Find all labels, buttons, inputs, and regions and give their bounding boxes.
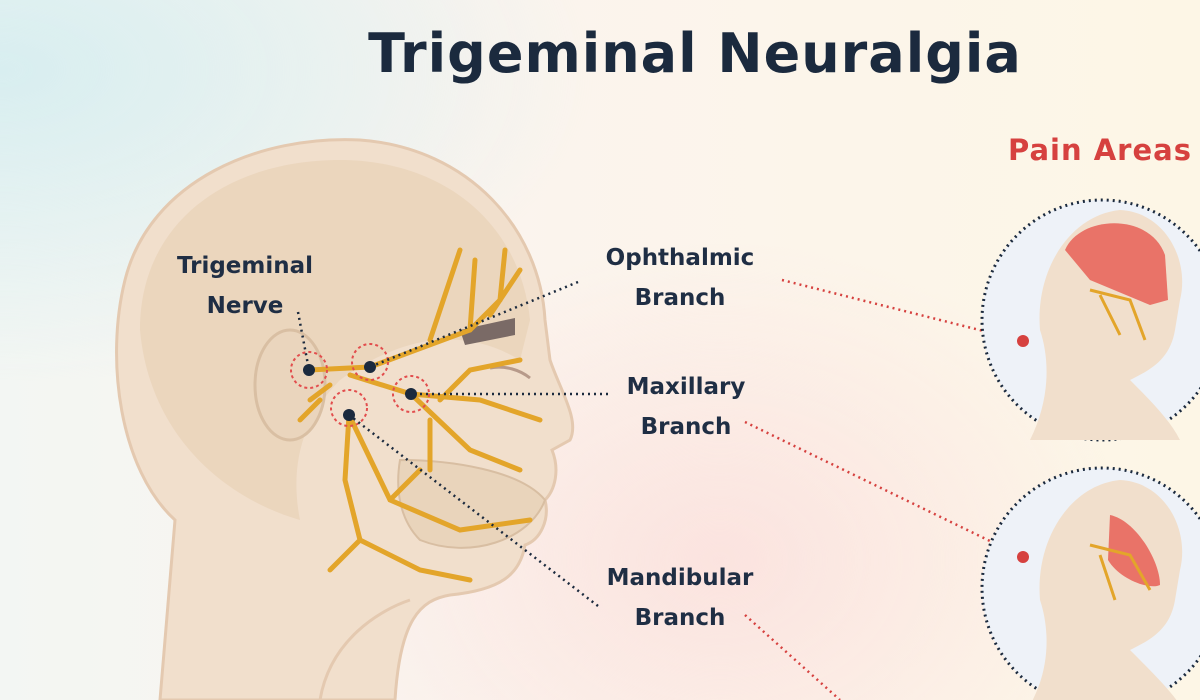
label-line: Maxillary — [626, 374, 746, 400]
label-maxillary-branch: Maxillary Branch — [566, 367, 806, 447]
pain-area-maxillary — [980, 466, 1200, 700]
label-line: Branch — [634, 285, 726, 311]
label-line: Branch — [640, 414, 732, 440]
page-title: Trigeminal Neuralgia — [368, 22, 1022, 85]
pain-areas-heading: Pain Areas — [1008, 133, 1192, 167]
label-trigeminal-nerve: Trigeminal Nerve — [125, 246, 365, 326]
label-line: Nerve — [206, 293, 284, 319]
pain-area-ophthalmic — [980, 198, 1200, 442]
highlight-rings — [290, 343, 430, 427]
label-line: Trigeminal — [176, 253, 314, 279]
label-line: Mandibular — [606, 565, 754, 591]
label-ophthalmic-branch: Ophthalmic Branch — [560, 238, 800, 318]
label-mandibular-branch: Mandibular Branch — [560, 558, 800, 638]
leader-lines — [296, 280, 608, 607]
label-line: Branch — [634, 605, 726, 631]
head-illustration — [115, 138, 575, 700]
label-line: Ophthalmic — [605, 245, 755, 271]
trigeminal-nerve-branches — [297, 247, 543, 583]
